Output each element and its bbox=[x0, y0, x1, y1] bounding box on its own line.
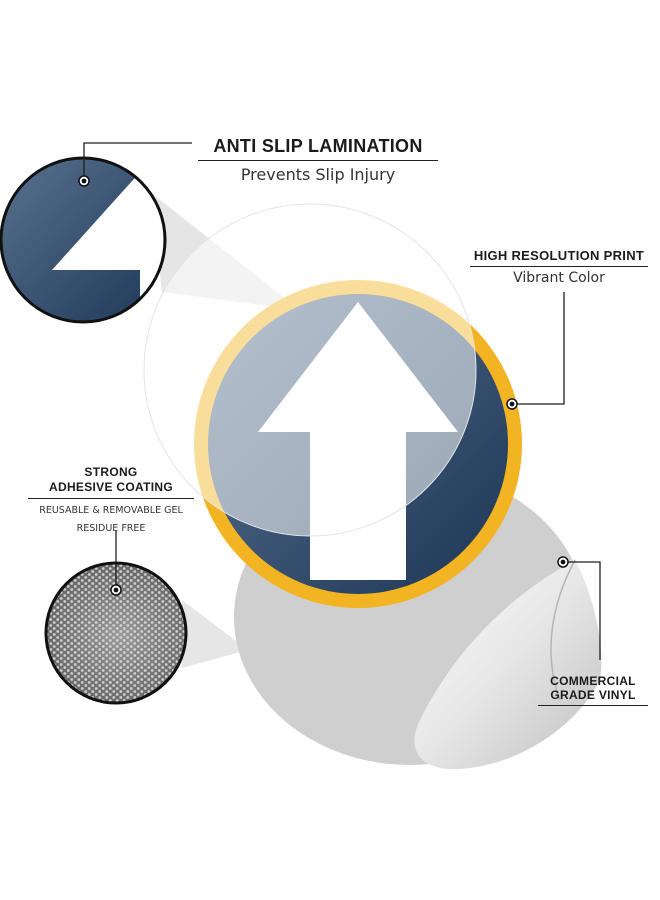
feature-anti-slip-subtitle: Prevents Slip Injury bbox=[240, 165, 396, 184]
feature-adhesive: STRONG ADHESIVE COATING REUSABLE & REMOV… bbox=[28, 465, 194, 535]
feature-adhesive-title-line2: ADHESIVE COATING bbox=[28, 480, 194, 499]
feature-adhesive-subtitle-line1: REUSABLE & REMOVABLE GEL bbox=[39, 505, 183, 516]
feature-vinyl-title-line1: COMMERCIAL bbox=[550, 674, 636, 688]
leader-line-anti-slip bbox=[83, 142, 192, 181]
feature-high-resolution-title: HIGH RESOLUTION PRINT bbox=[470, 248, 648, 267]
feature-vinyl-title-line2: GRADE VINYL bbox=[538, 688, 648, 706]
zoom-circle-lamination bbox=[0, 156, 167, 324]
zoom-beam-bottom bbox=[182, 600, 248, 668]
feature-high-resolution: HIGH RESOLUTION PRINT Vibrant Color bbox=[470, 248, 648, 286]
feature-high-resolution-subtitle: Vibrant Color bbox=[513, 270, 605, 286]
feature-vinyl: COMMERCIAL GRADE VINYL bbox=[538, 674, 648, 706]
feature-anti-slip: ANTI SLIP LAMINATION Prevents Slip Injur… bbox=[198, 136, 438, 184]
feature-adhesive-title-line1: STRONG bbox=[84, 465, 138, 479]
feature-adhesive-subtitle-line2: RESIDUE FREE bbox=[76, 523, 146, 534]
lamination-overlay bbox=[143, 203, 477, 537]
leader-line-vinyl bbox=[563, 561, 601, 660]
leader-line-hires bbox=[512, 292, 565, 405]
feature-anti-slip-title: ANTI SLIP LAMINATION bbox=[198, 136, 438, 161]
